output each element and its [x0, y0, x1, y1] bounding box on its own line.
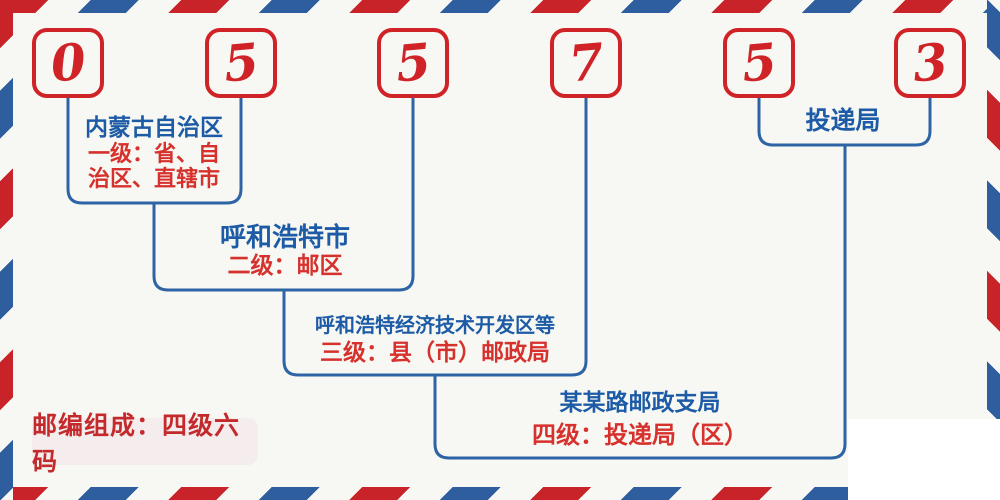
digit-box-5: 5 — [723, 28, 795, 98]
bracket-level4 — [433, 145, 847, 460]
label-level1: 内蒙古自治区 一级：省、自 治区、直辖市 — [85, 114, 223, 191]
level1-place: 内蒙古自治区 — [85, 114, 223, 140]
label-level2: 呼和浩特市 二级：邮区 — [220, 222, 350, 279]
delivery-office-text: 投递局 — [805, 107, 881, 135]
airmail-border-bottom — [0, 487, 1000, 500]
digit-3: 5 — [393, 31, 433, 94]
airmail-border-left — [0, 0, 13, 500]
level4-desc: 四级：投递局（区） — [532, 422, 748, 449]
level2-desc: 二级：邮区 — [227, 252, 343, 278]
label-level4: 某某路邮政支局 四级：投递局（区） — [532, 389, 748, 449]
digit-5: 5 — [739, 31, 779, 94]
digit-box-1: 0 — [32, 28, 104, 98]
airmail-border-top — [0, 0, 1000, 13]
level3-place: 呼和浩特经济技术开发区等 — [315, 315, 555, 337]
level1-desc-line2: 治区、直辖市 — [87, 166, 220, 191]
level1-desc-line1: 一级：省、自 — [87, 141, 220, 166]
digit-box-4: 7 — [550, 28, 622, 98]
digit-6: 3 — [910, 31, 950, 94]
digit-box-2: 5 — [205, 28, 277, 98]
digit-2: 5 — [221, 31, 261, 94]
digit-box-6: 3 — [894, 28, 966, 98]
digit-1: 0 — [48, 31, 88, 94]
label-delivery-office: 投递局 — [805, 107, 880, 135]
digit-4: 7 — [566, 31, 606, 94]
label-level3: 呼和浩特经济技术开发区等 三级：县（市）邮政局 — [315, 314, 555, 365]
blank-corner-patch — [848, 419, 1000, 500]
airmail-border-right — [987, 0, 1000, 500]
footer-note-text: 邮编组成：四级六码 — [32, 412, 241, 476]
level3-desc: 三级：县（市）邮政局 — [320, 339, 550, 365]
level4-place: 某某路邮政支局 — [559, 389, 721, 415]
footer-note-pill: 邮编组成：四级六码 — [32, 413, 258, 476]
digit-box-3: 5 — [377, 28, 449, 98]
level2-place: 呼和浩特市 — [219, 222, 351, 252]
